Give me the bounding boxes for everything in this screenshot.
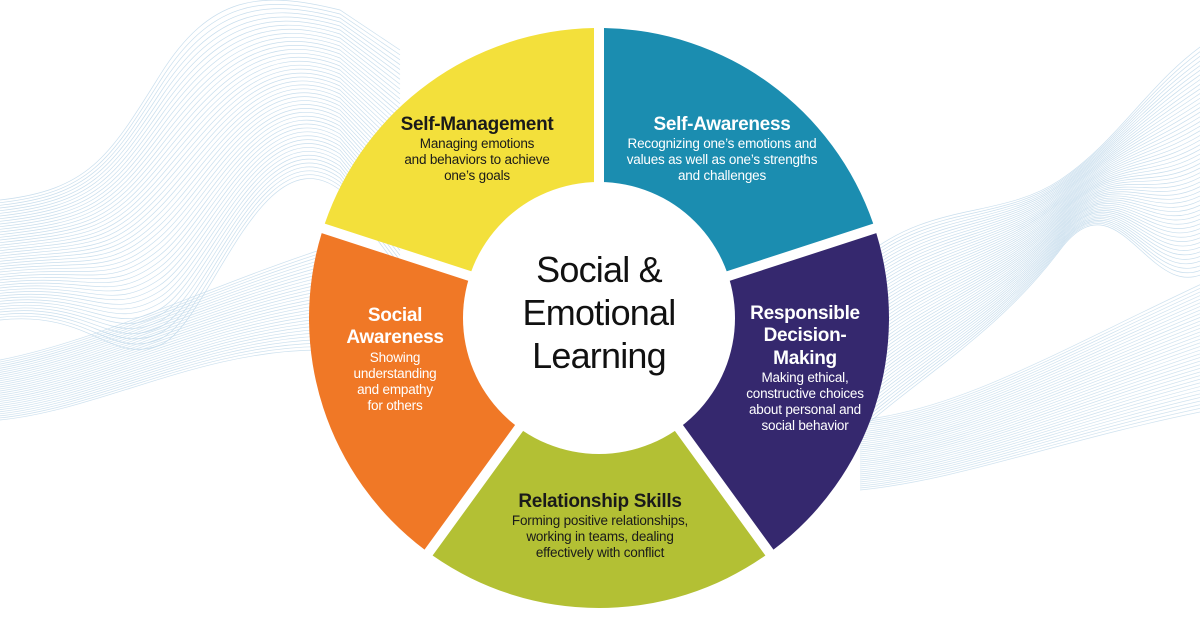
social-awareness-label: Social Awareness Showing understanding a… [330, 305, 460, 414]
self-management-desc-2: and behaviors to achieve [404, 152, 550, 168]
relationship-skills-label: Relationship Skills Forming positive rel… [487, 491, 713, 561]
self-awareness-desc-3: and challenges [677, 168, 767, 184]
relationship-skills-desc-1: Forming positive relationships, [511, 513, 689, 529]
center-title-line-1: Social & [536, 249, 662, 290]
center-title-line-2: Emotional [522, 292, 677, 333]
rdm-title-3: Making [773, 347, 837, 369]
self-awareness-desc-2: values as well as one’s strengths [626, 152, 818, 168]
social-awareness-title-2: Awareness [346, 327, 444, 349]
responsible-decision-making-label: Responsible Decision- Making Making ethi… [730, 303, 880, 434]
self-management-desc-1: Managing emotions [419, 136, 535, 152]
self-management-label: Self-Management Managing emotions and be… [372, 114, 582, 184]
social-awareness-desc-3: and empathy [357, 381, 433, 397]
center-circle [463, 182, 735, 454]
rdm-desc-3: about personal and [749, 402, 861, 418]
relationship-skills-desc-3: effectively with conflict [535, 545, 665, 561]
self-awareness-title: Self-Awareness [653, 114, 791, 135]
rdm-desc-2: constructive choices [746, 386, 864, 402]
rdm-desc-4: social behavior [761, 417, 849, 433]
social-awareness-desc-1: Showing [369, 349, 421, 365]
social-awareness-desc-4: for others [367, 397, 423, 413]
self-management-title: Self-Management [400, 114, 554, 135]
center-title: Social & Emotional Learning [466, 248, 732, 377]
self-awareness-desc-1: Recognizing one’s emotions and [627, 136, 817, 152]
rdm-title-2: Decision- [763, 325, 847, 347]
segment-relationship-skills [432, 424, 766, 609]
relationship-skills-desc-2: working in teams, dealing [526, 529, 674, 545]
rdm-title-1: Responsible [750, 303, 860, 324]
self-awareness-label: Self-Awareness Recognizing one’s emotion… [612, 114, 832, 184]
relationship-skills-title: Relationship Skills [518, 491, 682, 512]
center-title-line-3: Learning [532, 335, 667, 376]
rdm-desc-1: Making ethical, [761, 370, 849, 386]
social-awareness-title-1: Social [367, 305, 423, 326]
self-management-desc-3: one’s goals [444, 168, 510, 184]
social-awareness-desc-2: understanding [353, 365, 437, 381]
